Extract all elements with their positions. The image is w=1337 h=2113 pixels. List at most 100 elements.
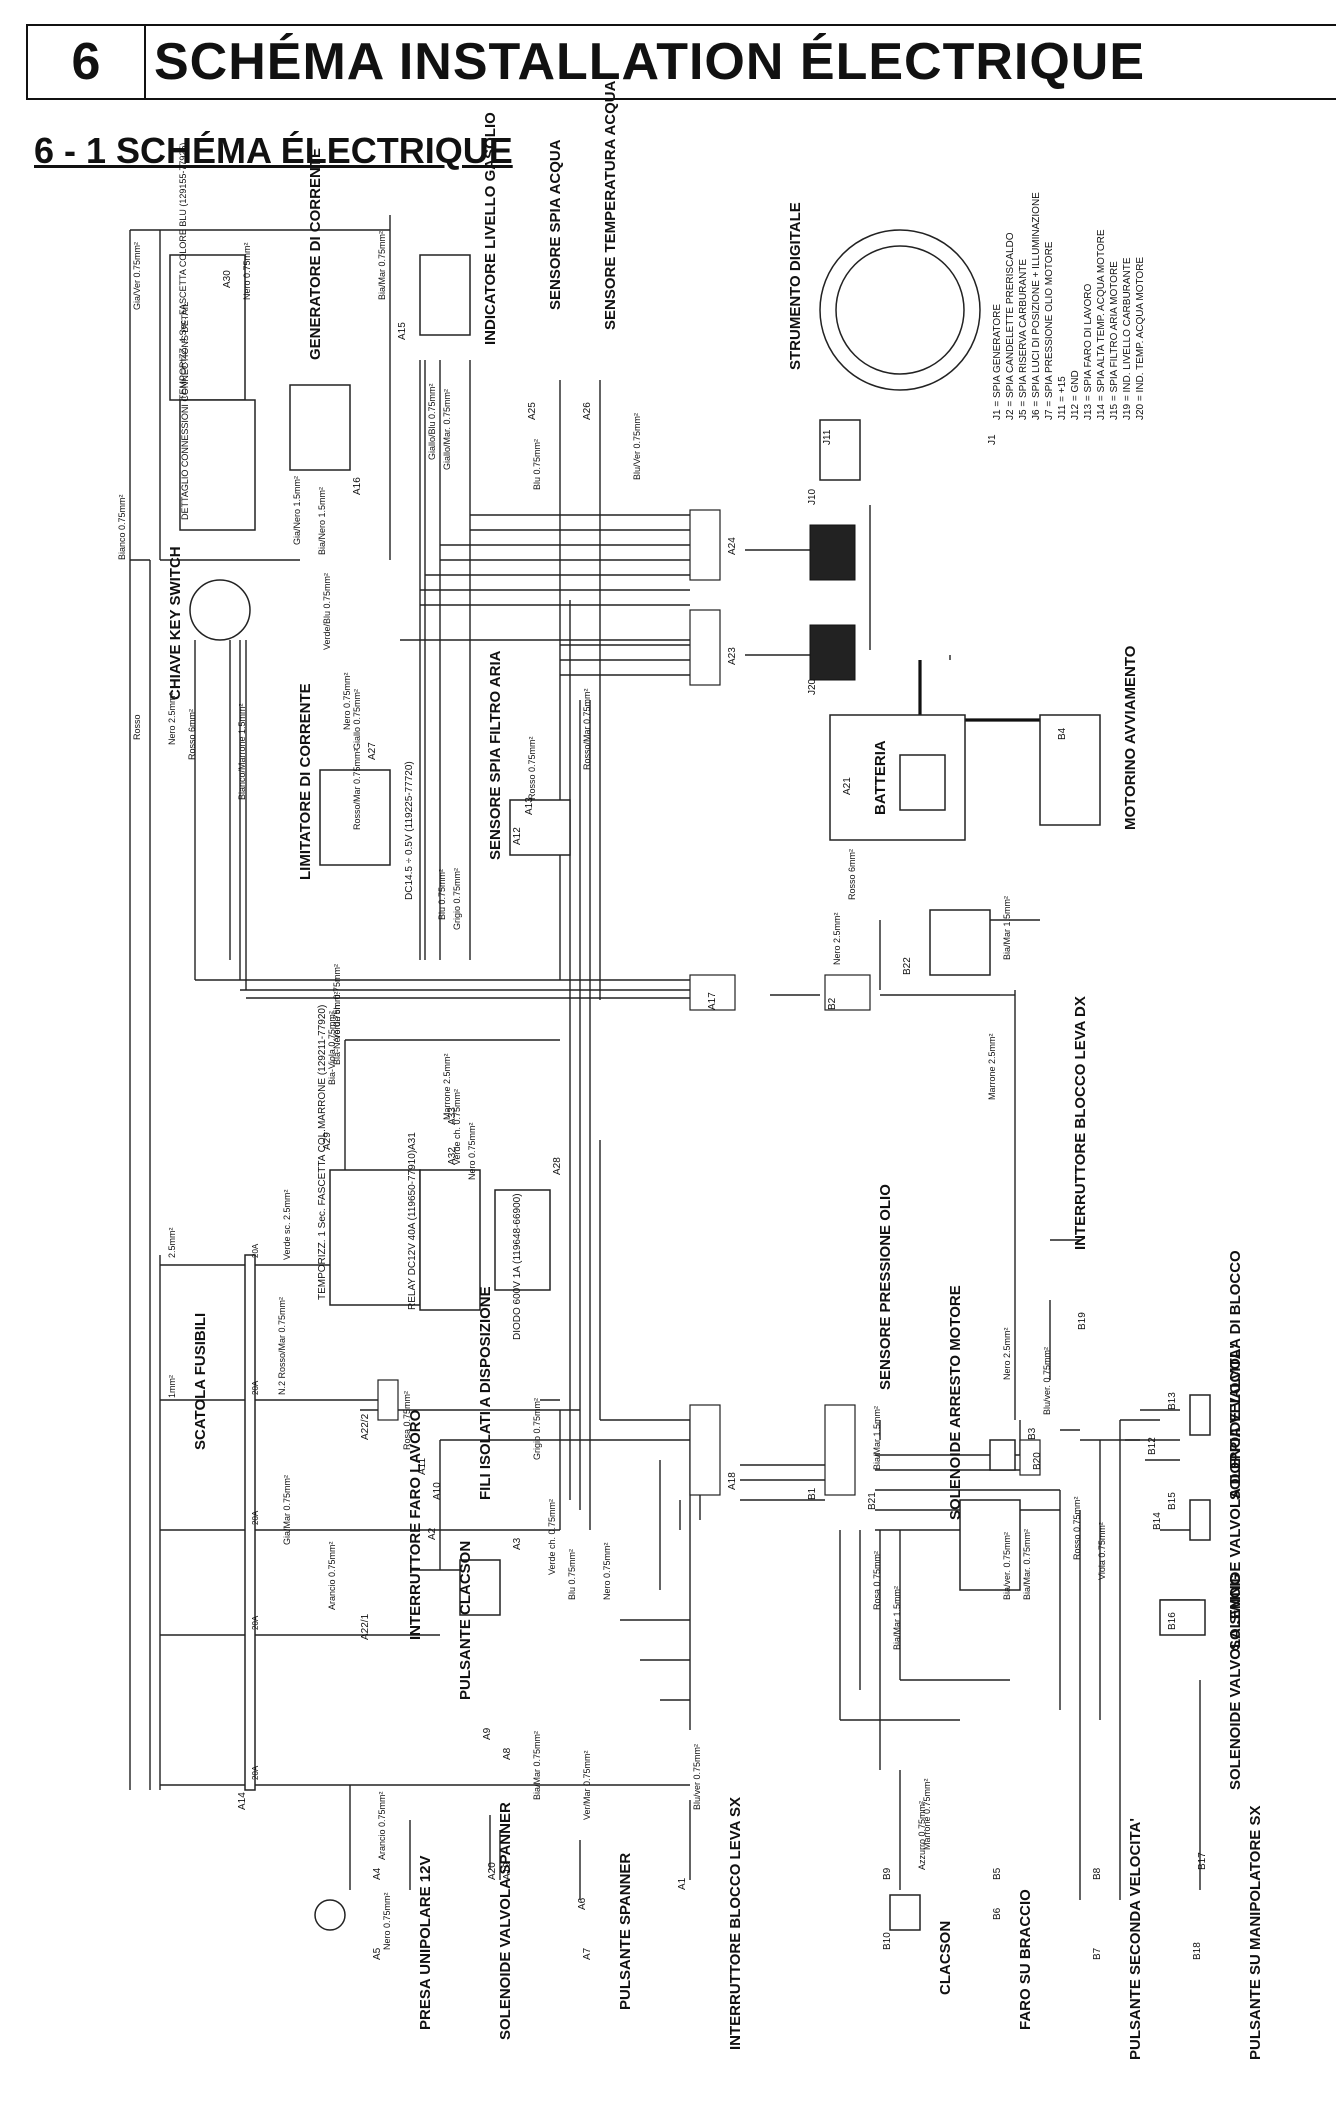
connector-tag: A24: [727, 537, 738, 555]
label-dettaglio: DETTAGLIO CONNESSIONI CONNECTIONS DETAIL: [180, 302, 190, 520]
wire-label: Blu 0.75mm²: [437, 869, 447, 920]
wire-label: Marrone 2.5mm²: [442, 1053, 452, 1120]
connector-tag: A13: [524, 797, 535, 815]
connection-detail-table: [179, 399, 256, 531]
wire-label: Grigio 0.75mm²: [532, 1398, 542, 1460]
wire-label: Rosso 6mm²: [847, 849, 857, 900]
legend-entry: J14 = SPIA ALTA TEMP. ACQUA MOTORE: [1096, 229, 1107, 420]
connector-tag: A30: [222, 270, 233, 288]
connector-tag: B1: [807, 1487, 818, 1500]
wire-label: Nero 0.75mm²: [382, 1892, 392, 1950]
wire-label: Nero 0.75mm²: [342, 672, 352, 730]
wire-label: Azzurro 0.75mm²: [917, 1801, 927, 1870]
wire-label: Bia/Mar 1.5mm²: [1002, 896, 1012, 960]
wire-label: Rosso 0.75mm²: [1072, 1496, 1082, 1560]
label-chiave: CHIAVE KEY SWITCH: [167, 546, 184, 700]
wire-label: Rosso/Mar 0.75mm²: [582, 688, 592, 770]
wire-label: Ver/Mar 0.75mm²: [582, 1750, 592, 1820]
wire-label: Marrone 2.5mm²: [987, 1033, 997, 1100]
label-limitatore-spec: DC14.5 ÷ 0.5V (119225-77720): [404, 761, 415, 900]
wire-label: Rosa 0.75mm²: [402, 1391, 412, 1450]
socket-12v: [314, 1899, 346, 1931]
solenoid-double-speed: [1189, 1499, 1211, 1541]
label-sensore-filtro: SENSORE SPIA FILTRO ARIA: [487, 650, 504, 860]
connector-tag: B19: [1077, 1312, 1088, 1330]
label-interruttore-faro: INTERRUTTORE FARO LAVORO: [407, 1409, 424, 1640]
connector-tag: A31: [407, 1132, 418, 1150]
wire-label: Nero 0.75mm²: [602, 1542, 612, 1600]
legend-entry: J7 = SPIA PRESSIONE OLIO MOTORE: [1044, 241, 1055, 420]
fuse-label: 20A: [251, 1615, 260, 1630]
stop-solenoid: [959, 1499, 1021, 1591]
solenoid-block-valve: [1189, 1394, 1211, 1436]
label-pulsante-manip: PULSANTE SU MANIPOLATORE SX: [1247, 1806, 1264, 2060]
current-limiter: [319, 769, 391, 866]
section-title: SCHÉMA INSTALLATION ÉLECTRIQUE: [154, 33, 1146, 91]
label-presa: PRESA UNIPOLARE 12V: [417, 1856, 434, 2031]
connector-tag: A4: [372, 1867, 383, 1880]
wire-label: Marrone 0.75mm²: [922, 1778, 932, 1850]
wire-label: Giallo/Blu 0.75mm²: [427, 383, 437, 460]
connector-a24: [689, 509, 721, 581]
wire-label: Rosso 0.75mm²: [527, 736, 537, 800]
connector-tag: B4: [1057, 727, 1068, 740]
connector-tag: B10: [882, 1932, 893, 1950]
connector-tag: B18: [1192, 1942, 1203, 1960]
label-solenoide-doppia: SOLENOIDE VALVOLA DOPPIA VELOCITA': [1227, 1345, 1244, 1650]
wire-label: Arancio 0.75mm²: [327, 1541, 337, 1610]
connector-tag: J10: [807, 488, 818, 505]
wire-label: Giallo 0.75mm²: [352, 689, 362, 750]
fuse-label: 20A: [251, 1380, 260, 1395]
wire-label: Bia/Mar 0.75mm²: [532, 1731, 542, 1800]
wire-label: Bia-Nero 0.75mm²: [332, 991, 342, 1065]
label-motorino: MOTORINO AVVIAMENTO: [1122, 645, 1139, 830]
connector-tag: A19: [502, 1862, 513, 1880]
wire-label: Bia/Mar. 0.75mm²: [1022, 1529, 1032, 1600]
connector-tag: B22: [902, 957, 913, 975]
air-filter-sensor: [509, 799, 571, 856]
wire-label: Verde ch. 0.75mm²: [547, 1499, 557, 1575]
section-number: 6: [26, 26, 146, 98]
wire-label: Rosa 0.75mm²: [872, 1551, 882, 1610]
wire-label: Verde sc. 2.5mm²: [282, 1189, 292, 1260]
connector-tag: A15: [397, 322, 408, 340]
wire-label: Bia-Viola 0.75mm²: [327, 1011, 337, 1085]
connector-tag: A7: [582, 1947, 593, 1960]
connector-tag: B14: [1152, 1512, 1163, 1530]
connector-tag: B16: [1167, 1612, 1178, 1630]
wire-label: Blu/ver 0.75mm²: [692, 1744, 702, 1810]
wire-harness: [129, 215, 1201, 1900]
starter-motor: [1039, 714, 1101, 826]
connector-tag: B5: [992, 1867, 1003, 1880]
connector-tag: B12: [1147, 1437, 1158, 1455]
connector-tag: B17: [1197, 1852, 1208, 1870]
wire-label: 1mm²: [167, 1375, 177, 1398]
wire-label: Bia/Mar 1.5mm²: [892, 1586, 902, 1650]
label-temporizz-blu: TEMPORIZZ. 4 Sec. FASCETTA COLORE BLU (1…: [178, 143, 188, 400]
label-interruttore-sx: INTERRUTTORE BLOCCO LEVA SX: [727, 1797, 744, 2050]
label-batteria: BATTERIA: [872, 740, 889, 815]
legend-entry: J2 = SPIA CANDELETTE PRERISCALDO: [1005, 232, 1016, 420]
connector-tag: A2: [427, 1527, 438, 1540]
connector-tag: A33: [447, 1107, 458, 1125]
section-header: 6 SCHÉMA INSTALLATION ÉLECTRIQUE: [26, 24, 1336, 100]
solenoid-swing: [1159, 1599, 1206, 1636]
wire-label: Blu/Ver 0.75mm²: [632, 413, 642, 480]
subsection-title: 6 - 1 SCHÉMA ÉLECTRIQUE: [34, 130, 513, 171]
connector-tag: A32: [447, 1147, 458, 1165]
connector-tag: A17: [707, 992, 718, 1010]
connector-tag: A26: [582, 402, 593, 420]
connector-tag: A20: [487, 1862, 498, 1880]
connector-tag: B20: [1032, 1452, 1043, 1470]
label-scatola-fusibili: SCATOLA FUSIBILI: [192, 1313, 209, 1450]
connector-b2: [824, 974, 871, 1011]
connector-tag: A18: [727, 1472, 738, 1490]
glow-plug-block: [929, 909, 991, 976]
label-relay: RELAY DC12V 40A (119650-77910): [407, 1150, 418, 1310]
label-solenoide-spanner: SOLENOIDE VALVOLA SPANNER: [497, 1802, 514, 2040]
label-sensore-olio: SENSORE PRESSIONE OLIO: [877, 1184, 894, 1390]
label-generatore: GENERATORE DI CORRENTE: [307, 148, 324, 360]
